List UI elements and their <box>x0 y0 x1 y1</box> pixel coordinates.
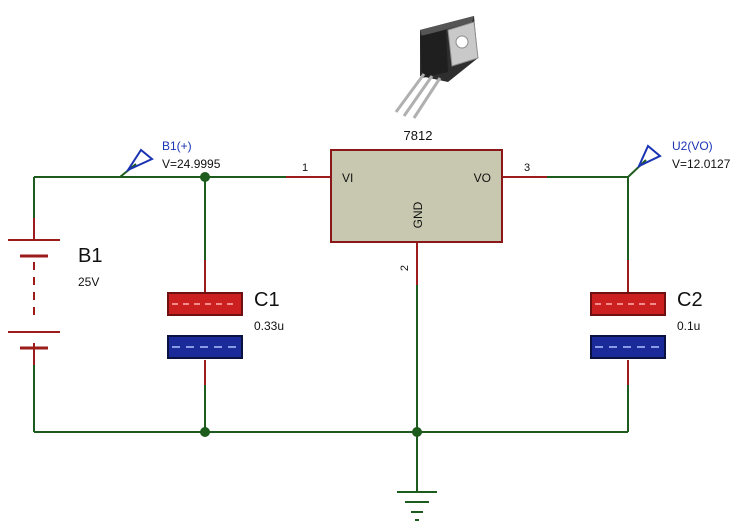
probe-out-icon[interactable] <box>636 144 662 169</box>
pin-label-vi: VI <box>342 171 353 185</box>
c2-name: C2 <box>677 289 703 311</box>
pin-number-2: 2 <box>399 265 411 271</box>
pin-label-vo: VO <box>474 171 491 185</box>
probe-out-name: U2(VO) <box>672 139 713 153</box>
probe-out-lead <box>627 159 647 178</box>
capacitor-c2[interactable] <box>590 292 666 359</box>
c2-value: 0.1u <box>677 319 700 333</box>
pin-label-gnd: GND <box>411 201 425 228</box>
probe-out-reading: V=12.0127 <box>672 157 731 171</box>
to220-package-picture <box>394 16 479 119</box>
regulator-body[interactable] <box>330 149 503 243</box>
c1-name: C1 <box>254 289 280 311</box>
junction-dot <box>200 427 210 437</box>
junctions <box>200 172 422 437</box>
battery-value: 25V <box>78 275 99 289</box>
c1-value: 0.33u <box>254 319 284 333</box>
battery-name: B1 <box>78 245 102 267</box>
junction-dot <box>200 172 210 182</box>
regulator-part-label: 7812 <box>404 128 433 143</box>
probe-in-reading: V=24.9995 <box>162 157 221 171</box>
pin-number-1: 1 <box>302 162 308 174</box>
probe-in-icon[interactable] <box>125 148 154 173</box>
junction-dot <box>412 427 422 437</box>
ground-icon <box>397 491 437 521</box>
capacitor-c1[interactable] <box>167 292 243 359</box>
probe-in-name: B1(+) <box>162 139 192 153</box>
pin-number-3: 3 <box>524 162 530 174</box>
battery-b1[interactable] <box>8 239 60 350</box>
